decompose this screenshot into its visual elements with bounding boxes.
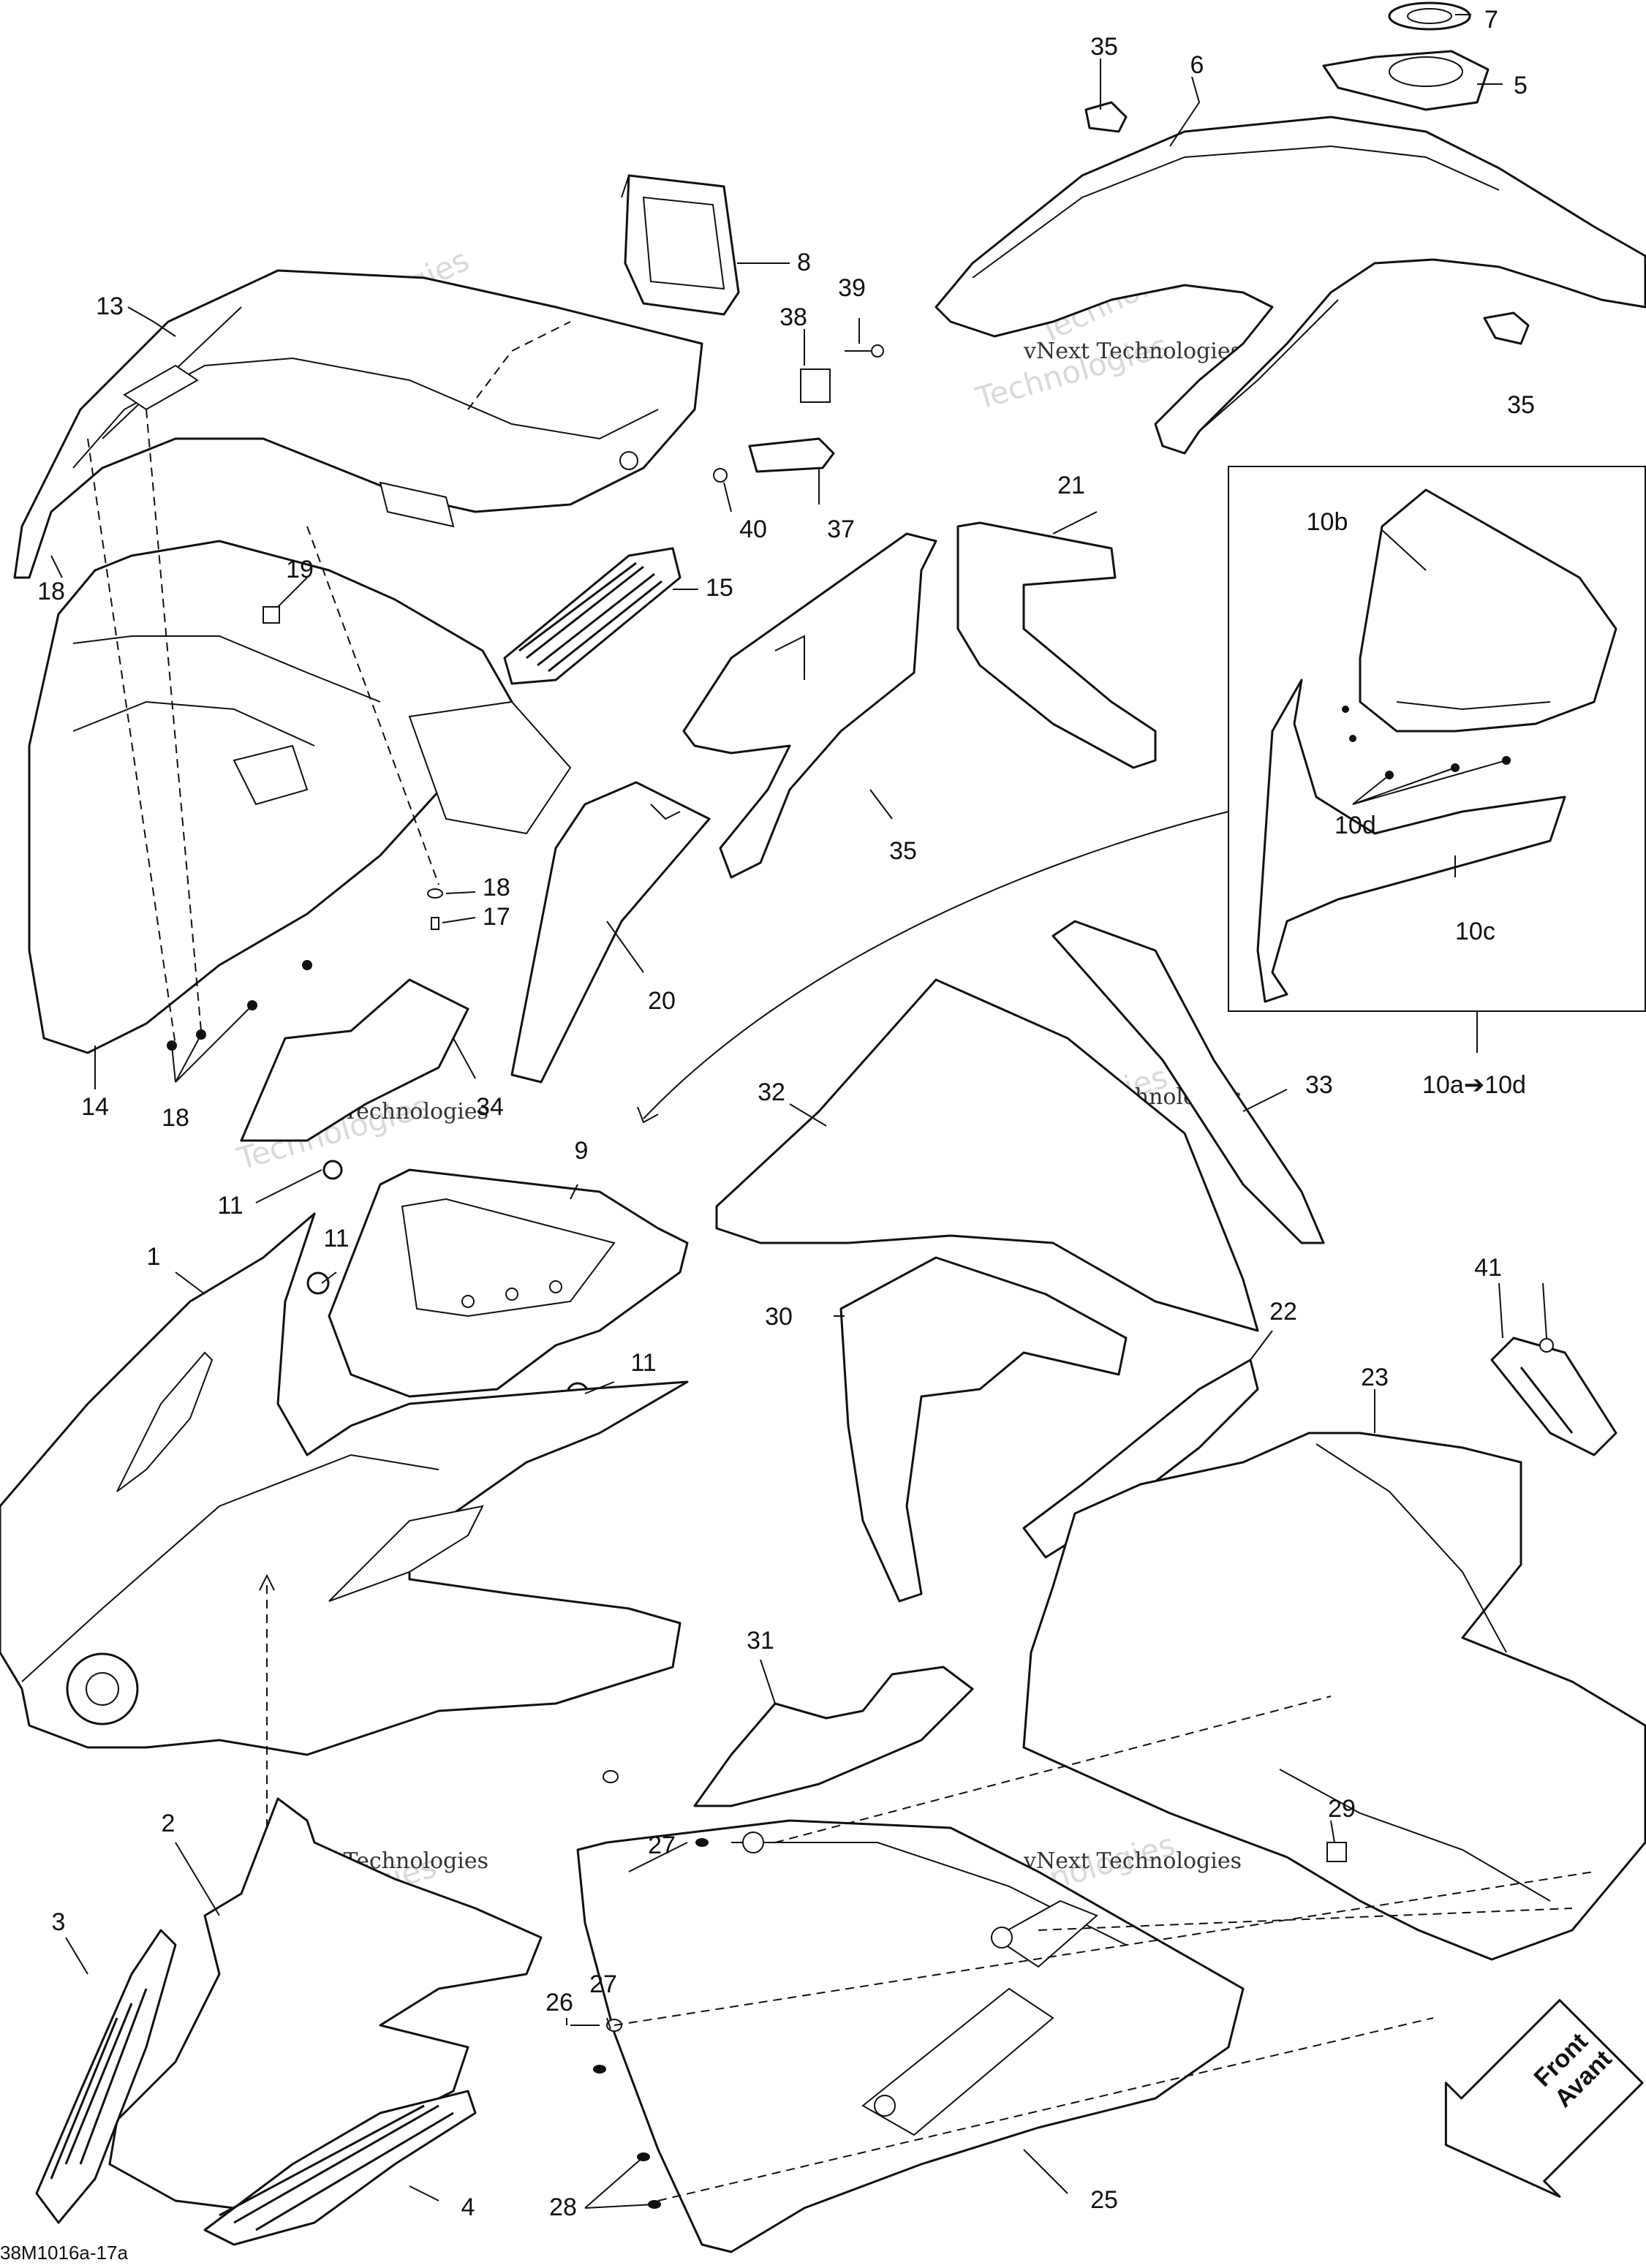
part-15-vent bbox=[503, 547, 682, 685]
part-21-side-panel bbox=[956, 521, 1157, 769]
callout-35b: 35 bbox=[1507, 391, 1535, 419]
callout-37: 38 bbox=[779, 303, 807, 331]
part-5-plate bbox=[1322, 50, 1490, 111]
callout-22: 22 bbox=[1269, 1298, 1297, 1326]
callout-30: 31 bbox=[747, 1627, 774, 1655]
assembly-dashed-lines bbox=[87, 321, 1595, 2201]
part-20-side-panel bbox=[510, 781, 711, 1084]
drawing-code: 38M1016a-17a bbox=[0, 2242, 128, 2264]
part-39-nut bbox=[713, 468, 728, 483]
part-30-panel bbox=[693, 1666, 974, 1807]
callout-27b: 28 bbox=[549, 2193, 577, 2221]
callout-10b: 10b bbox=[1307, 508, 1348, 536]
callout-13: 13 bbox=[96, 292, 124, 320]
callout-35: 35 bbox=[1090, 33, 1118, 61]
part-19-clip bbox=[263, 606, 280, 624]
callout-33: 34 bbox=[476, 1093, 504, 1121]
part-7-ring bbox=[1388, 1, 1471, 31]
callout-18: 18 bbox=[37, 578, 65, 605]
part-28-clip bbox=[1326, 1842, 1347, 1862]
callout-27a: 27 bbox=[648, 1832, 676, 1859]
part-1-hood bbox=[0, 1212, 689, 1916]
callout-36: 37 bbox=[827, 515, 855, 543]
callout-3: 3 bbox=[52, 1908, 66, 1936]
part-32-panel bbox=[1052, 920, 1325, 1244]
part-8-gauge-housing bbox=[621, 174, 740, 316]
part-14-lower-bezel bbox=[28, 540, 572, 1054]
callout-10c: 10c bbox=[1455, 918, 1495, 945]
callout-40: 41 bbox=[1474, 1254, 1502, 1282]
callout-31: 32 bbox=[758, 1078, 785, 1106]
callout-25: 26 bbox=[545, 1989, 573, 2016]
part-3-grille bbox=[35, 1929, 177, 2224]
callout-29: 30 bbox=[765, 1303, 793, 1331]
part-34-deflector bbox=[682, 532, 937, 879]
part-6-upper-console bbox=[935, 116, 1646, 455]
part-23-side-panel bbox=[1022, 1432, 1646, 1961]
callout-5: 5 bbox=[1514, 72, 1528, 99]
part-31-panel bbox=[715, 978, 1259, 1332]
callout-14: 14 bbox=[81, 1093, 109, 1121]
callout-4: 4 bbox=[461, 2193, 475, 2221]
callout-11a: 11 bbox=[217, 1192, 243, 1220]
callout-21: 21 bbox=[1057, 472, 1085, 499]
callout-10d: 10d bbox=[1334, 812, 1376, 839]
part-35-clip-top bbox=[1084, 101, 1128, 133]
part-10-windshield-box bbox=[1228, 466, 1646, 1012]
callout-10a-10d: 10a➔10d bbox=[1422, 1071, 1526, 1099]
part-9-headlight-housing bbox=[328, 1168, 689, 1398]
front-direction-arrow: Front Avant bbox=[1444, 1999, 1644, 2198]
leader-lines bbox=[50, 14, 1547, 2209]
callout-20: 20 bbox=[648, 987, 676, 1015]
callout-11c: 11 bbox=[630, 1349, 656, 1377]
part-29-panel bbox=[839, 1256, 1128, 1603]
callout-labels: 35 6 7 5 8 13 39 38 21 10b 18 19 15 40 3… bbox=[37, 6, 1535, 2221]
watermark-company: vNext Technologies bbox=[1023, 339, 1242, 364]
callout-7: 7 bbox=[1484, 6, 1498, 34]
callout-15: 15 bbox=[706, 574, 733, 602]
callout-34: 35 bbox=[889, 837, 917, 865]
callout-6: 6 bbox=[1190, 51, 1204, 79]
part-41-screw bbox=[1539, 1338, 1554, 1353]
part-40-strap bbox=[1490, 1337, 1617, 1456]
part-35-clip-right bbox=[1483, 311, 1530, 345]
watermark-company: vNext Technologies bbox=[1023, 1848, 1242, 1874]
callout-38: 39 bbox=[838, 274, 866, 302]
callout-32: 33 bbox=[1305, 1071, 1333, 1099]
windshield-arc-arrow bbox=[637, 811, 1229, 1124]
part-24-bottom-pan bbox=[576, 1819, 1245, 2253]
callout-1: 1 bbox=[147, 1243, 161, 1271]
part-16-17-fasteners bbox=[427, 888, 443, 930]
callout-28: 29 bbox=[1328, 1795, 1356, 1823]
callout-26: 27 bbox=[589, 1970, 617, 1998]
part-4-grille bbox=[203, 2090, 477, 2246]
callout-24: 25 bbox=[1090, 2186, 1118, 2214]
part-38-screw bbox=[845, 344, 884, 358]
callout-2: 2 bbox=[162, 1810, 175, 1837]
callout-8: 8 bbox=[797, 249, 811, 276]
callout-19: 19 bbox=[286, 556, 314, 583]
callout-16: 17 bbox=[483, 903, 510, 931]
callout-11b: 11 bbox=[323, 1225, 349, 1252]
part-37-clip bbox=[800, 368, 831, 403]
callout-9: 9 bbox=[575, 1137, 589, 1165]
part-36-bracket bbox=[748, 437, 835, 473]
callout-17: 18 bbox=[483, 874, 510, 901]
part-13-upper-panel bbox=[13, 269, 703, 579]
callout-23: 23 bbox=[1361, 1364, 1389, 1391]
callout-39: 40 bbox=[739, 515, 767, 543]
callout-18b: 18 bbox=[162, 1104, 189, 1132]
part-33-shield bbox=[240, 978, 469, 1142]
